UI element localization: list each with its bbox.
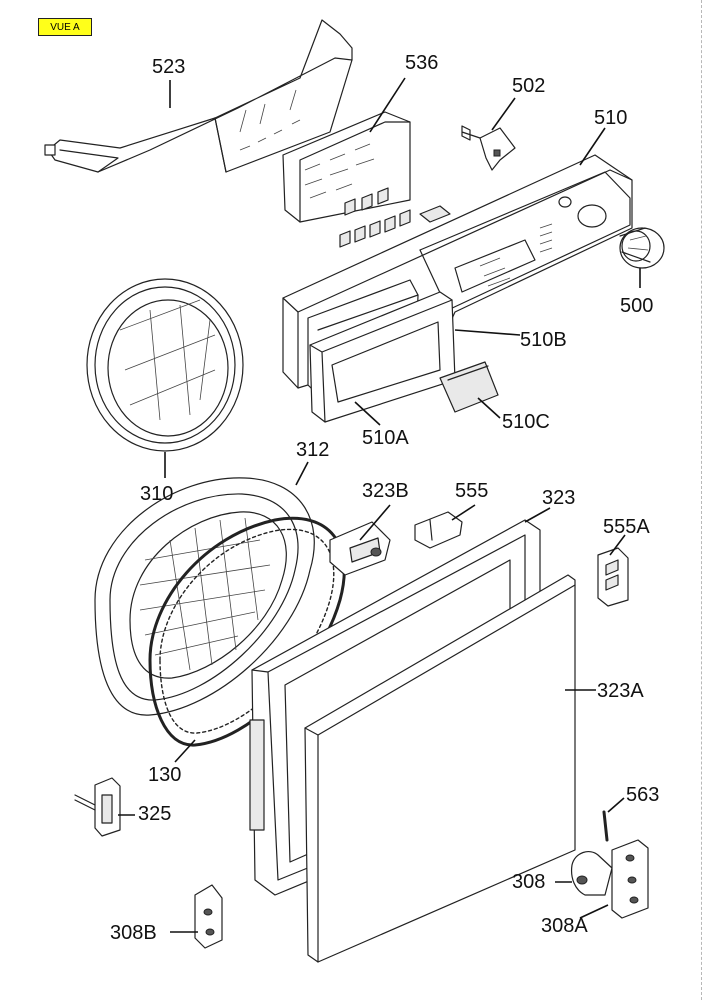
part-308A-hinge-plate[interactable] [611, 839, 649, 919]
label-555A: 555A [603, 516, 650, 538]
part-555A-bracket[interactable] [597, 547, 629, 607]
label-310: 310 [140, 483, 174, 505]
part-500-knob[interactable] [619, 227, 665, 269]
label-536: 536 [405, 52, 439, 74]
label-308B: 308B [110, 922, 157, 944]
view-badge: VUE A [38, 18, 92, 36]
label-502: 502 [512, 75, 546, 97]
label-510: 510 [594, 107, 628, 129]
label-555: 555 [455, 480, 489, 502]
part-563-pin[interactable] [602, 810, 609, 842]
part-555-latch[interactable] [414, 511, 463, 549]
label-523: 523 [152, 56, 186, 78]
part-130-gasket[interactable] [148, 516, 346, 747]
label-130: 130 [148, 764, 182, 786]
part-325-lock-switch[interactable] [74, 777, 121, 837]
part-310-door-glass[interactable] [86, 278, 244, 452]
part-536-control-board[interactable] [282, 111, 411, 248]
label-323A: 323A [597, 680, 644, 702]
label-500: 500 [620, 295, 654, 317]
part-523-bracket[interactable] [44, 19, 353, 173]
part-323B-hinge-block[interactable] [329, 521, 391, 576]
label-325: 325 [138, 803, 172, 825]
label-308A: 308A [541, 915, 588, 937]
part-502-sensor[interactable] [461, 125, 516, 171]
label-510A: 510A [362, 427, 409, 449]
door-shell[interactable] [129, 511, 287, 679]
label-563: 563 [626, 784, 660, 806]
label-510C: 510C [502, 411, 550, 433]
label-308: 308 [512, 871, 546, 893]
part-323A-door-panel[interactable] [304, 574, 576, 963]
leader-lines [118, 77, 641, 933]
part-308B-hinge[interactable] [194, 884, 223, 949]
label-323B: 323B [362, 480, 409, 502]
part-510C-cover[interactable] [439, 361, 499, 413]
part-308-hinge-arm[interactable] [570, 851, 613, 896]
page-edge-line [701, 0, 703, 1000]
label-323: 323 [542, 487, 576, 509]
label-312: 312 [296, 439, 330, 461]
label-510B: 510B [520, 329, 567, 351]
